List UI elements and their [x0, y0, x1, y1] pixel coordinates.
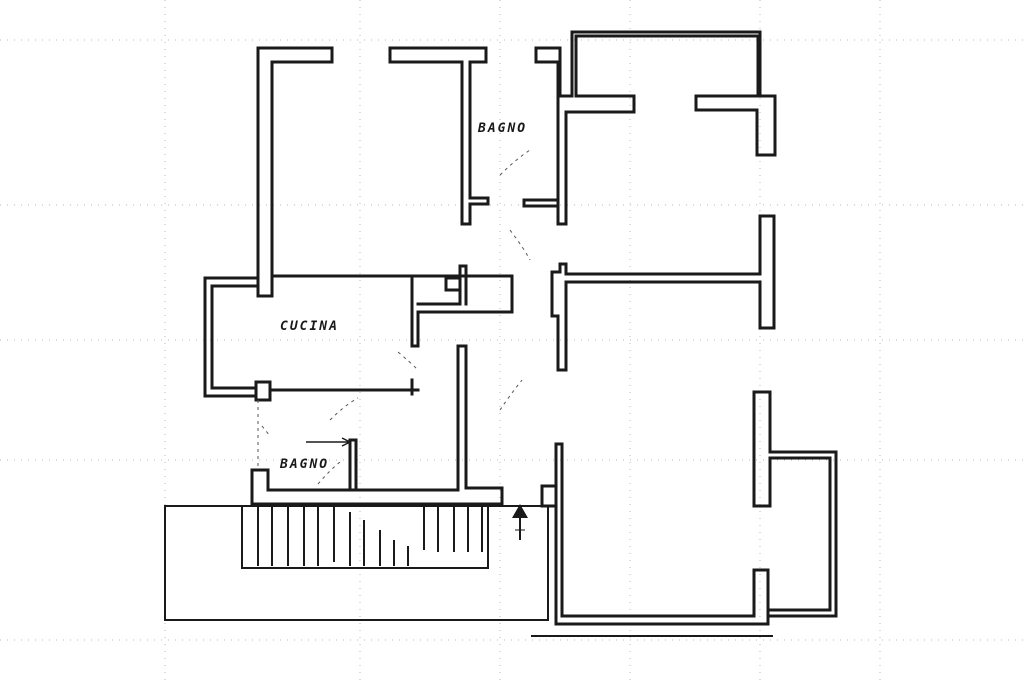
- wall-storage: [410, 264, 514, 348]
- wall-bagno-lower: [250, 344, 504, 506]
- wall-corridor-right: [550, 214, 776, 372]
- wall-bagno-lower-inner: [348, 438, 358, 492]
- wall-bagno-door: [522, 198, 560, 208]
- wall-living: [554, 442, 770, 626]
- room-label-bagno-upper: BAGNO: [477, 121, 527, 136]
- room-label-bagno-lower: BAGNO: [279, 457, 329, 472]
- wall-living-stub: [540, 484, 558, 508]
- terrace: [164, 505, 549, 621]
- door-swings: [257, 149, 531, 485]
- wall-right-lower: [752, 390, 838, 618]
- wall-top-bagno: [388, 46, 490, 226]
- wall-top-right: [534, 30, 777, 226]
- bagno-door-arrow: [306, 437, 352, 447]
- wall-cucina: [203, 276, 260, 398]
- wall-cucina-bottom: [254, 380, 272, 402]
- north-arrow-icon: [512, 504, 528, 540]
- wall-storage-inner: [444, 276, 462, 292]
- stair-treads: [241, 505, 488, 566]
- room-label-cucina: CUCINA: [280, 319, 339, 334]
- wall-left-upper: [256, 46, 334, 298]
